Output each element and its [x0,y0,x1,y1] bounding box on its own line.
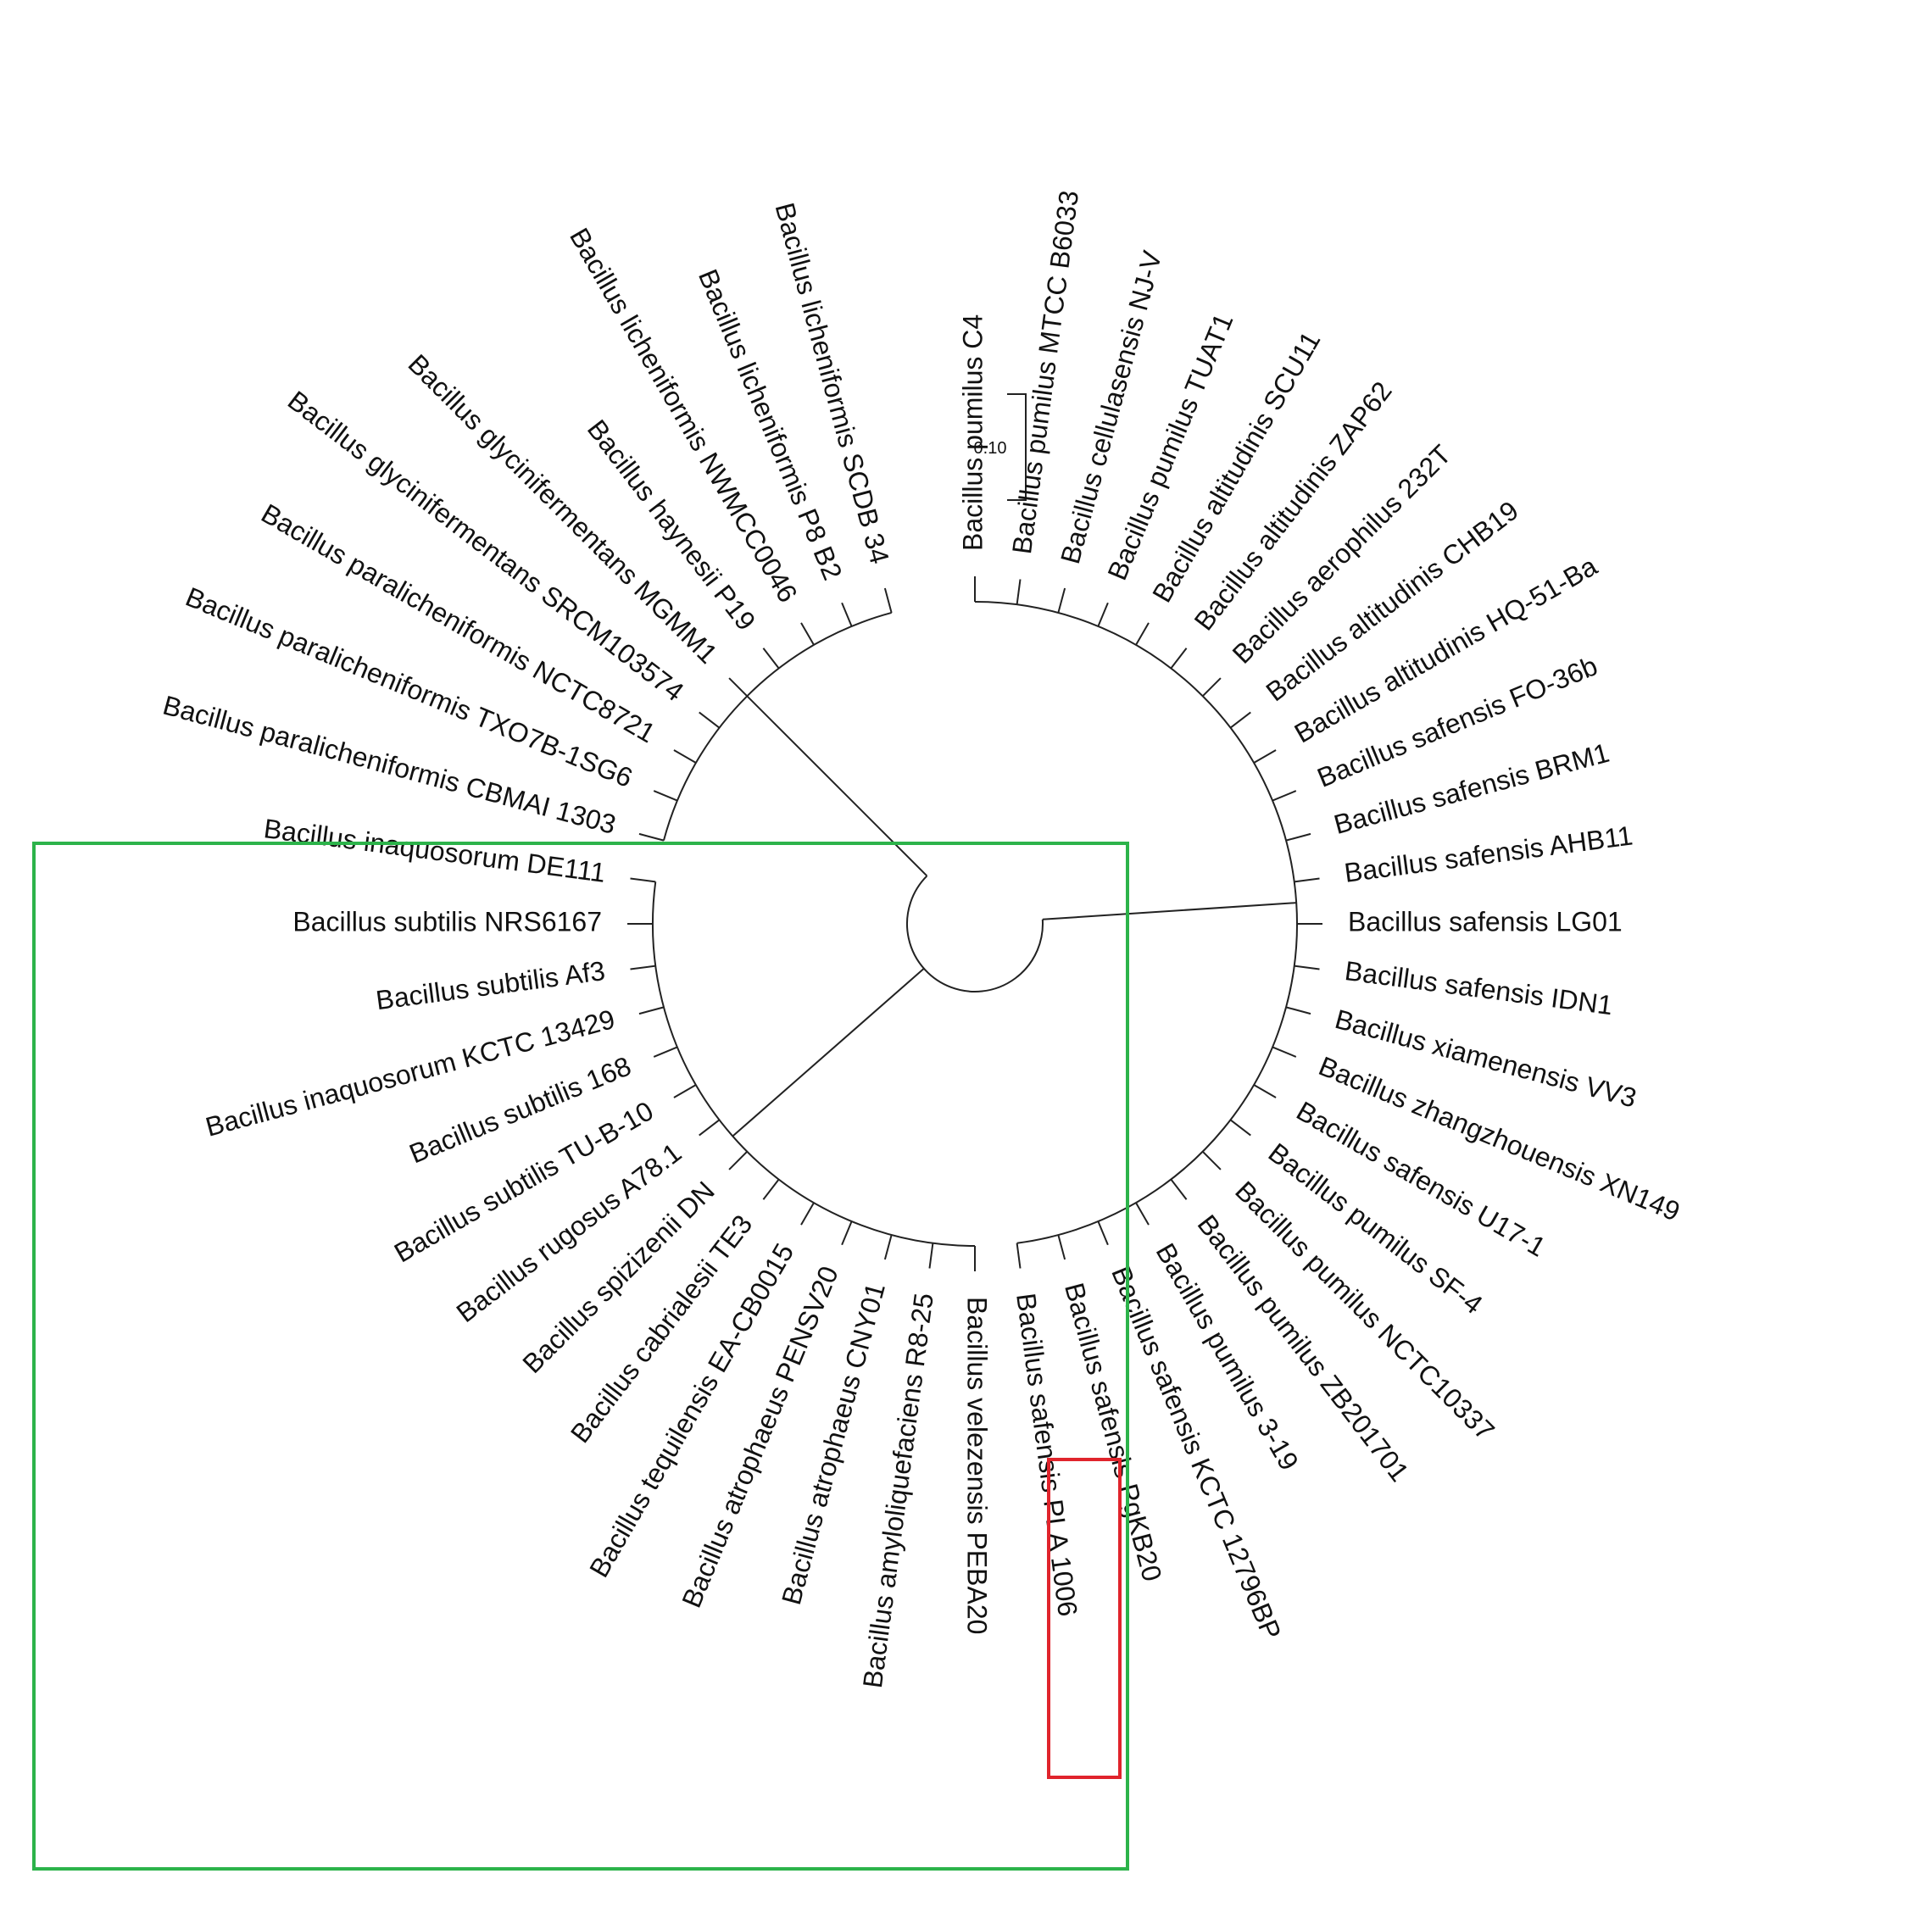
leaf-branch [883,1234,893,1260]
leaf-branch [841,602,853,627]
leaf-label: Bacillus safensis LG01 [1348,906,1623,937]
leaf-branch [762,1178,780,1200]
leaf-branch [1170,648,1188,670]
leaf-branch [1016,1243,1022,1269]
leaf-branch [1272,1046,1297,1058]
leaf-branch [800,622,815,646]
root-arc [906,875,1044,992]
scale-bar: 0.10 [974,393,1027,501]
leaf-branch [630,965,656,970]
scale-bar-label: 0.10 [974,439,1007,458]
leaf-branch [1294,877,1320,883]
tree-branches [652,601,1299,1247]
leaf-branch [1201,1150,1222,1170]
leaf-branch [673,749,697,764]
leaf-branch [1201,677,1222,698]
velezensis-highlight-box [1047,1458,1122,1779]
leaf-branch [1170,1178,1188,1200]
leaf-branch [762,648,780,670]
leaf-branch [630,877,656,883]
leaf-branch [699,711,721,729]
leaf-branch [883,587,893,614]
leaf-branch [1229,1119,1251,1137]
leaf-branch [1057,587,1066,614]
leaf-branch [928,1243,934,1269]
leaf-branch [699,1119,721,1137]
leaf-branch [1135,1202,1150,1226]
leaf-branch [1057,1234,1066,1260]
leaf-branch [653,790,678,802]
subtilis-clade-highlight-box [32,842,1129,1871]
leaf-branch [1253,1084,1277,1098]
leaf-branch [1285,1006,1311,1015]
leaf-branch [638,832,665,842]
leaf-branch [841,1220,853,1246]
leaf-branch [728,1150,749,1170]
leaf-label: Bacillus pumilus C4 [957,314,988,551]
pumilus-clade-stem [1042,902,1297,920]
leaf-branch [1253,749,1277,764]
leaf-branch [1294,965,1320,970]
leaf-branch [1272,790,1297,802]
leaf-label: Bacillus subtilis NRS6167 [292,906,602,937]
leaf-branch [653,1046,678,1058]
leaf-branch [728,677,749,698]
leaf-branch [1097,602,1109,627]
leaf-branch [638,1006,665,1015]
licheniformis-clade-stem [746,695,928,877]
leaf-branch [1016,579,1022,605]
leaf-branch [800,1202,815,1226]
leaf-branch [673,1084,697,1098]
leaf-label: Bacillus velezensis PEBA20 [962,1297,993,1634]
leaf-branch [1285,832,1311,842]
leaf-branch [1097,1220,1109,1246]
scale-bar-line [1007,393,1027,501]
leaf-branch [1229,711,1251,729]
subtilis-clade-stem [732,967,925,1137]
leaf-branch [1135,622,1150,646]
